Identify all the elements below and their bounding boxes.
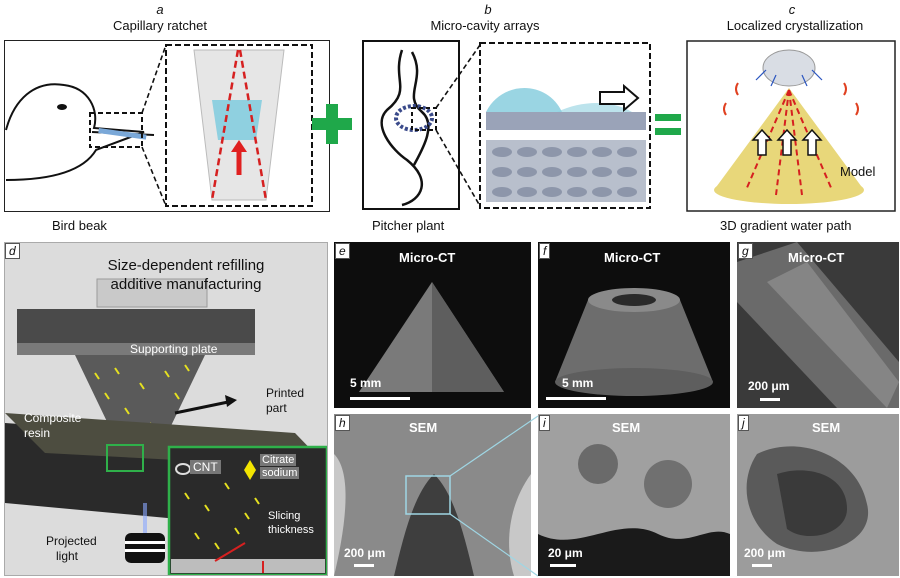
panel-g-title: Micro-CT xyxy=(788,250,845,265)
plus-operator xyxy=(312,104,352,144)
panel-h-scale-text: 200 μm xyxy=(344,546,386,560)
composite-label-2: resin xyxy=(24,426,51,440)
panel-j-letter: j xyxy=(738,415,749,431)
panel-b-caption: Pitcher plant xyxy=(372,218,445,233)
panel-j-scale-text: 200 μm xyxy=(744,546,786,560)
panel-h-scale-bar xyxy=(354,564,374,567)
panel-h-title: SEM xyxy=(409,420,438,435)
panel-b-title: Micro-cavity arrays xyxy=(430,18,540,33)
composite-label-1: Composite xyxy=(24,411,82,425)
equals-operator xyxy=(655,112,681,138)
panel-d-frame xyxy=(4,242,328,576)
printed-part-label-2: part xyxy=(266,401,287,415)
supporting-plate-label: Supporting plate xyxy=(130,342,218,356)
panel-a-caption: Bird beak xyxy=(52,218,107,233)
panel-g-scale-bar xyxy=(760,398,780,401)
panel-h-image xyxy=(334,414,531,576)
panel-a-letter: a xyxy=(156,2,164,17)
citrate-label-2: sodium xyxy=(260,467,300,479)
slicing-label-2: thickness xyxy=(268,524,314,536)
panel-j-image xyxy=(737,414,899,576)
panel-i-title: SEM xyxy=(612,420,641,435)
panel-h-letter: h xyxy=(335,415,350,431)
pitcher-plant-illustration xyxy=(362,40,651,210)
panel-f-image xyxy=(538,242,730,408)
slicing-label-1: Slicing xyxy=(268,510,301,522)
printer-illustration xyxy=(5,243,327,575)
panel-j-title: SEM xyxy=(812,420,841,435)
panel-c-letter: c xyxy=(788,2,796,17)
panel-d-letter: d xyxy=(5,243,20,259)
panel-d-title-2: additive manufacturing xyxy=(110,276,262,293)
bird-beak-illustration xyxy=(5,44,313,207)
panel-j-scale-bar xyxy=(752,564,772,567)
panel-g-letter: g xyxy=(738,243,753,259)
panel-d-title-1: Size-dependent refilling xyxy=(107,257,265,274)
panel-i-image xyxy=(538,414,730,576)
panel-i-scale-bar xyxy=(550,564,576,567)
panel-e-image xyxy=(334,242,531,408)
panel-a-title: Capillary ratchet xyxy=(113,18,207,33)
panel-f-letter: f xyxy=(539,243,551,259)
panel-e-title: Micro-CT xyxy=(399,250,456,265)
panel-i-letter: i xyxy=(539,415,550,431)
panel-f-scale-bar xyxy=(546,397,606,400)
panel-c-caption: 3D gradient water path xyxy=(720,218,852,233)
panel-i-scale-text: 20 μm xyxy=(548,546,583,560)
panel-c-title: Localized crystallization xyxy=(726,18,864,33)
panel-g-scale-text: 200 μm xyxy=(748,379,790,393)
panel-f-scale-text: 5 mm xyxy=(562,376,594,390)
model-label: Model xyxy=(840,164,876,179)
panel-e-scale-bar xyxy=(350,397,410,400)
panel-f-title: Micro-CT xyxy=(604,250,661,265)
printed-part-label-1: Printed xyxy=(266,386,305,400)
panel-b-letter: b xyxy=(484,2,492,17)
citrate-label-1: Citrate xyxy=(260,454,297,466)
zoom-lines-h-i xyxy=(450,415,539,577)
cnt-label: CNT xyxy=(190,460,221,474)
cone-model-illustration xyxy=(686,40,896,212)
panel-e-scale-text: 5 mm xyxy=(350,376,382,390)
projected-label-1: Projected xyxy=(46,534,97,548)
projected-label-2: light xyxy=(56,549,79,563)
panel-g-image xyxy=(737,242,899,408)
panel-e-letter: e xyxy=(335,243,350,259)
